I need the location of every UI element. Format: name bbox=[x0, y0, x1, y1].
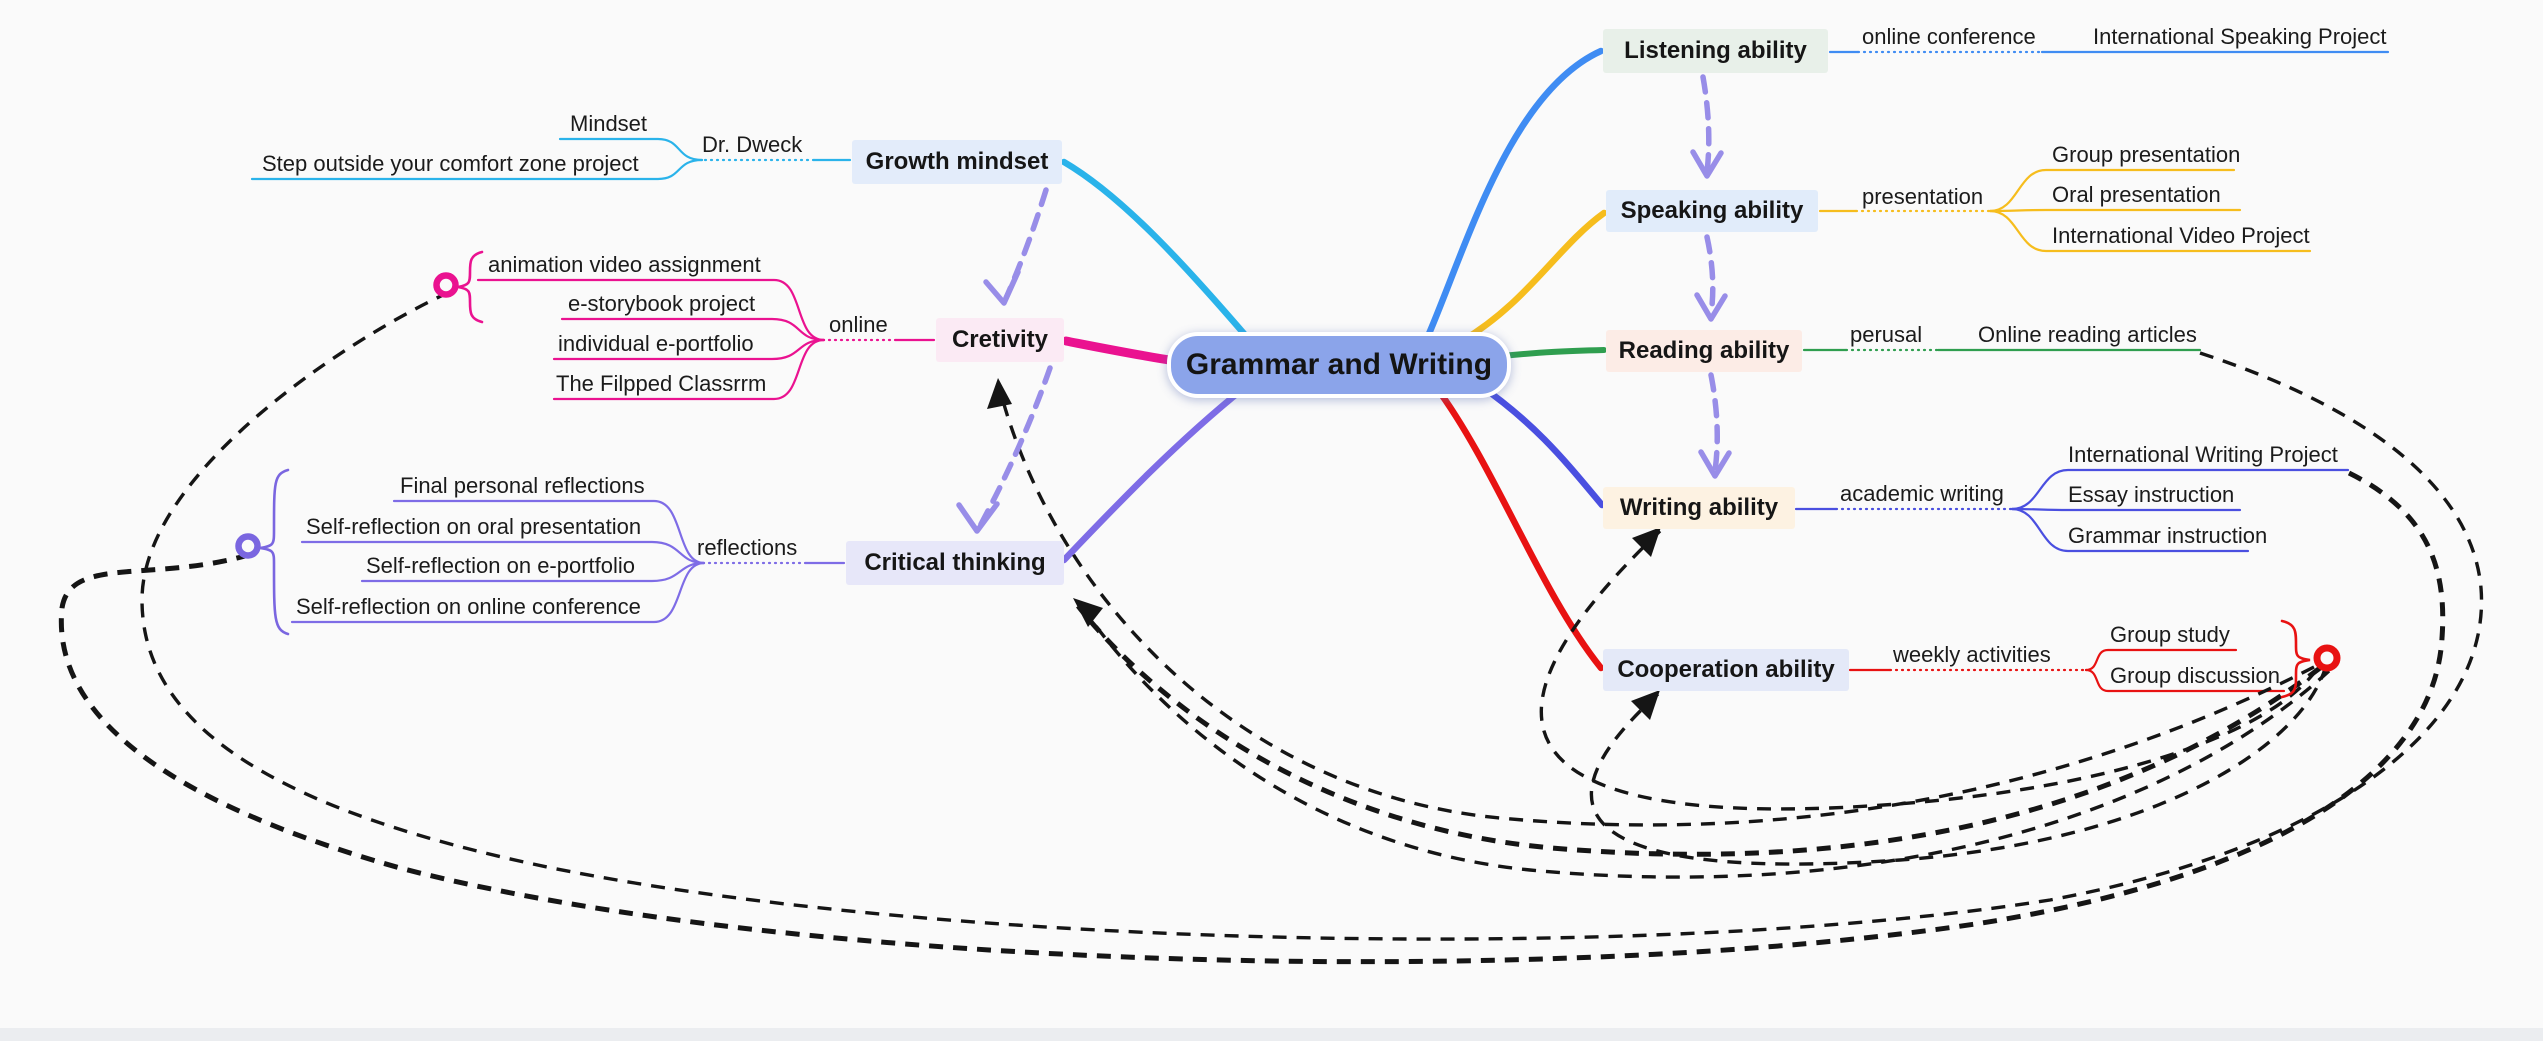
leaf-e-storybook-project[interactable]: e-storybook project bbox=[568, 291, 756, 316]
leaf-essay-instruction[interactable]: Essay instruction bbox=[2068, 482, 2235, 507]
seq-arrowhead-reading bbox=[1694, 292, 1728, 322]
sequence-arrowheads bbox=[956, 149, 1732, 534]
mid-label-writing[interactable]: academic writing bbox=[1840, 481, 2004, 506]
mid-label-critical[interactable]: reflections bbox=[697, 535, 798, 560]
branch-curves bbox=[1060, 47, 1608, 672]
seq-arrowhead-speaking bbox=[1690, 149, 1724, 179]
branch-curve-speaking bbox=[1458, 209, 1608, 345]
node-critical-thinking[interactable]: Critical thinking bbox=[846, 541, 1064, 585]
branch-curve-listening bbox=[1424, 47, 1605, 340]
leaf-online-reading-articles[interactable]: Online reading articles bbox=[1978, 322, 2197, 347]
branch-curve-cretivity bbox=[1061, 336, 1181, 366]
arrowhead-into-writing bbox=[1632, 527, 1661, 557]
link-red-marker-to-cooperation bbox=[1589, 668, 2327, 866]
mid-label-reading[interactable]: perusal bbox=[1850, 322, 1923, 347]
red-brace bbox=[2280, 619, 2311, 699]
connector-cooperation bbox=[1848, 648, 2286, 693]
connector-growth bbox=[250, 137, 852, 181]
dashed-links bbox=[58, 293, 2484, 965]
node-listening-ability[interactable]: Listening ability bbox=[1603, 29, 1828, 73]
link-red-marker-to-critical-1 bbox=[1076, 604, 2322, 857]
red-marker-icon bbox=[2313, 644, 2341, 672]
branch-curve-critical bbox=[1060, 384, 1248, 564]
leaf-international-writing-project[interactable]: International Writing Project bbox=[2068, 442, 2338, 467]
node-growth-mindset[interactable]: Growth mindset bbox=[852, 140, 1062, 184]
mid-label-cooperation[interactable]: weekly activities bbox=[1893, 642, 2051, 667]
connector-cretivity bbox=[476, 278, 936, 401]
node-reading-ability[interactable]: Reading ability bbox=[1606, 330, 1802, 372]
sequence-arrows bbox=[977, 74, 1720, 529]
seq-speaking-reading bbox=[1704, 234, 1716, 317]
link-writingleaf-to-purple-marker bbox=[58, 470, 2446, 965]
link-reading-to-pink-marker bbox=[140, 293, 2484, 941]
branch-curve-growth bbox=[1060, 158, 1250, 340]
mid-label-speaking[interactable]: presentation bbox=[1862, 184, 1984, 209]
mid-label-listening[interactable]: online conference bbox=[1862, 24, 2036, 49]
arrowhead-into-critical-thinking bbox=[1073, 598, 1103, 627]
pink-brace bbox=[457, 250, 484, 324]
branch-curve-cooperation bbox=[1432, 383, 1605, 672]
bottom-edge bbox=[0, 1028, 2543, 1041]
connector-critical bbox=[290, 499, 846, 624]
leaf-self-reflection-e-portfolio[interactable]: Self-reflection on e-portfolio bbox=[366, 553, 636, 578]
purple-marker-icon bbox=[235, 533, 261, 559]
dashed-link-arrowheads bbox=[987, 378, 1661, 720]
leaf-international-video-project[interactable]: International Video Project bbox=[2052, 223, 2310, 248]
leaf-final-personal-reflections[interactable]: Final personal reflections bbox=[400, 473, 645, 498]
leaf-self-reflection-oral-presentation[interactable]: Self-reflection on oral presentation bbox=[306, 514, 642, 539]
purple-brace bbox=[259, 468, 290, 636]
seq-listening-speaking bbox=[1700, 74, 1712, 175]
leaf-the-filpped-classrrm[interactable]: The Filpped Classrrm bbox=[556, 371, 767, 396]
seq-arrowhead-critical bbox=[956, 501, 1000, 534]
seq-reading-writing bbox=[1708, 372, 1720, 474]
seq-arrowhead-writing bbox=[1698, 449, 1732, 479]
leaf-oral-presentation[interactable]: Oral presentation bbox=[2052, 182, 2221, 207]
arrowhead-into-cretivity bbox=[987, 378, 1012, 409]
leaf-mindset[interactable]: Mindset bbox=[570, 111, 648, 136]
leaf-individual-e-portfolio[interactable]: individual e-portfolio bbox=[558, 331, 754, 356]
center-topic[interactable]: Grammar and Writing bbox=[1167, 332, 1511, 398]
link-red-marker-to-cretivity bbox=[998, 389, 2315, 827]
leaf-self-reflection-online-conference[interactable]: Self-reflection on online conference bbox=[296, 594, 641, 619]
leaf-group-presentation[interactable]: Group presentation bbox=[2052, 142, 2241, 167]
mid-label-growth[interactable]: Dr. Dweck bbox=[702, 132, 803, 157]
leaf-group-study[interactable]: Group study bbox=[2110, 622, 2230, 647]
leaf-step-outside-comfort-zone[interactable]: Step outside your comfort zone project bbox=[262, 151, 639, 176]
link-red-marker-to-writing bbox=[1539, 529, 2323, 811]
leaf-international-speaking-project[interactable]: International Speaking Project bbox=[2093, 24, 2387, 49]
node-cooperation-ability[interactable]: Cooperation ability bbox=[1603, 649, 1849, 691]
leaf-connectors bbox=[250, 50, 2390, 693]
connector-writing bbox=[1794, 468, 2350, 553]
arrowhead-into-cooperation bbox=[1631, 690, 1660, 720]
branch-curve-reading bbox=[1499, 347, 1607, 359]
pink-marker-icon bbox=[433, 272, 459, 298]
leaf-animation-video-assignment[interactable]: animation video assignment bbox=[488, 252, 761, 277]
node-writing-ability[interactable]: Writing ability bbox=[1603, 487, 1795, 529]
node-speaking-ability[interactable]: Speaking ability bbox=[1606, 190, 1818, 232]
leaf-group-discussion[interactable]: Group discussion bbox=[2110, 663, 2280, 688]
leaf-grammar-instruction[interactable]: Grammar instruction bbox=[2068, 523, 2268, 548]
link-markers bbox=[235, 272, 2341, 672]
mid-label-cretivity[interactable]: online bbox=[829, 312, 888, 337]
connector-speaking bbox=[1818, 168, 2312, 253]
seq-arrowhead-cretivity bbox=[983, 269, 1021, 306]
link-red-marker-to-critical-2 bbox=[1088, 616, 2331, 879]
node-cretivity[interactable]: Cretivity bbox=[936, 318, 1064, 362]
branch-curve-writing bbox=[1474, 380, 1606, 509]
seq-cretivity-critical bbox=[977, 365, 1053, 529]
